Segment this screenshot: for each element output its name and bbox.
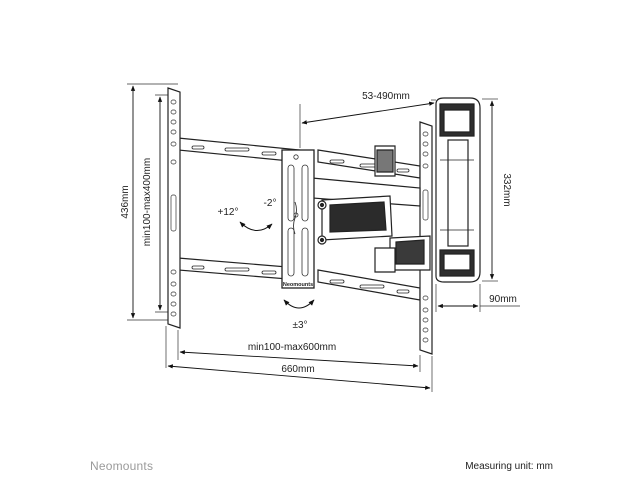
dimension-bracket-height: 332mm	[482, 98, 512, 282]
measuring-unit-note: Measuring unit: mm	[465, 461, 553, 472]
vesa-vertical-label: min100-max400mm	[142, 158, 153, 246]
footer-brand-logo: Neomounts	[90, 459, 154, 473]
swivel-label: ±3°	[292, 320, 307, 331]
plate-brand-label: Neomounts	[283, 282, 313, 288]
wall-distance-label: 90mm	[489, 294, 517, 305]
vesa-horizontal-label: min100-max600mm	[248, 342, 336, 353]
dimension-arm-extension: 53-490mm	[299, 91, 436, 148]
tilt-down-label: -2°	[264, 198, 277, 209]
tilt-indicator: +12° -2°	[218, 198, 277, 231]
wall-bracket	[435, 97, 481, 283]
total-height-label: 436mm	[120, 185, 131, 218]
dimension-total-width: 660mm	[165, 326, 433, 392]
dimension-vesa-horizontal: min100-max600mm	[177, 330, 421, 372]
dimension-wall-distance: 90mm	[435, 284, 520, 312]
tilt-up-label: +12°	[218, 207, 239, 218]
left-vertical-rail	[167, 87, 181, 329]
total-width-label: 660mm	[281, 364, 314, 375]
center-vesa-plate: Neomounts	[281, 149, 315, 289]
swivel-indicator: ±3°	[283, 299, 315, 331]
arm-extension-label: 53-490mm	[362, 91, 410, 102]
bracket-height-label: 332mm	[501, 173, 512, 206]
articulating-arm	[311, 145, 431, 273]
